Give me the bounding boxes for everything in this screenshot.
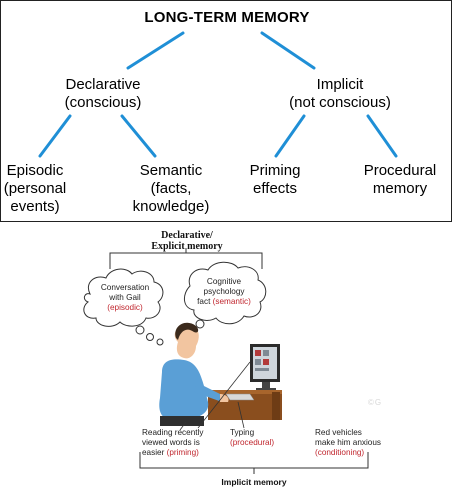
thought-dot-left-1: [135, 325, 145, 335]
thought-dot-left-3: [156, 338, 164, 346]
declarative-node: Declarative (conscious): [40, 76, 166, 112]
red-vehicles-line-1: Red vehicles: [315, 428, 362, 437]
thought-dot-left-2: [146, 333, 154, 341]
monitor: [250, 344, 280, 391]
person: [159, 322, 229, 426]
semantic-tag: (semantic): [212, 297, 251, 306]
implicit-memory-label: Implicit memory: [221, 477, 287, 487]
reading-text: Reading recently viewed words is easier …: [142, 428, 222, 458]
bubble-right-line-1: Cognitive: [206, 277, 242, 286]
hierarchy-connectors: [38, 31, 398, 158]
declarative-bracket: [109, 248, 263, 269]
bubble-right-text: Cognitive psychology fact (semantic): [190, 277, 258, 307]
thought-bubble-right: [184, 261, 267, 325]
red-vehicles-line-2: make him anxious: [315, 438, 381, 447]
implicit-node: Implicit (not conscious): [270, 76, 410, 112]
semantic-label: Semantic: [139, 162, 203, 179]
declarative-label: Declarative: [65, 76, 141, 93]
implicit-label: Implicit: [316, 76, 364, 93]
priming-node: Priming effects: [236, 162, 314, 198]
thought-bubble-left: [83, 268, 164, 327]
memory-hierarchy-panel: [0, 0, 452, 222]
typing-text: Typing (procedural): [230, 428, 294, 448]
procedural-line-2: memory: [372, 180, 428, 197]
implicit-bracket: [139, 452, 369, 474]
procedural-node: Procedural memory: [352, 162, 448, 198]
bubble-right-line-2: psychology: [203, 287, 245, 296]
connector-declarative-semantic: [120, 114, 157, 158]
watermark: ©G: [368, 398, 383, 407]
episodic-label: Episodic: [6, 162, 64, 179]
semantic-line-2: (facts,: [150, 180, 192, 197]
bubble-left-line-2: with Gail: [109, 293, 141, 302]
declarative-explicit-line-1: Declarative/: [161, 230, 213, 241]
implicit-sub-label: (not conscious): [289, 94, 391, 111]
easier-word: easier: [142, 448, 165, 457]
episodic-line-3: events): [10, 198, 60, 215]
declarative-explicit-label: Declarative/ Explicit memory: [120, 230, 254, 252]
semantic-line-3: knowledge): [132, 198, 210, 215]
episodic-tag: (episodic): [107, 303, 143, 312]
connector-implicit-procedural: [366, 114, 398, 158]
priming-label: Priming: [249, 162, 301, 179]
episodic-node: Episodic (personal events): [0, 162, 70, 216]
priming-line-2: effects: [253, 180, 297, 197]
conditioning-tag: (conditioning): [315, 448, 365, 457]
procedural-tag: (procedural): [230, 438, 275, 447]
bubble-right-line-3: fact (semantic): [190, 297, 258, 307]
procedural-label: Procedural: [363, 162, 437, 179]
semantic-node: Semantic (facts, knowledge): [118, 162, 224, 216]
declarative-explicit-line-2: Explicit memory: [151, 241, 223, 252]
typing-line-1: Typing: [230, 428, 255, 437]
reading-line-2: viewed words is: [142, 438, 200, 447]
reading-line-1: Reading recently: [142, 428, 204, 437]
thought-dot-right-1: [195, 319, 205, 329]
bubble-left-text: Conversation with Gail (episodic): [90, 283, 160, 313]
connector-declarative-episodic: [38, 114, 72, 158]
desk: [208, 390, 282, 420]
connector-ltm-implicit: [260, 31, 316, 70]
memory-illustration: [83, 248, 369, 474]
connector-ltm-declarative: [126, 31, 185, 70]
priming-tag: (priming): [166, 448, 199, 457]
episodic-line-2: (personal: [3, 180, 67, 197]
bubble-left-line-1: Conversation: [100, 283, 150, 292]
red-vehicles-text: Red vehicles make him anxious (condition…: [315, 428, 399, 458]
connector-implicit-priming: [274, 114, 306, 158]
pointer-lines: [179, 361, 251, 431]
declarative-sub-label: (conscious): [64, 94, 142, 111]
long-term-memory-title: LONG-TERM MEMORY: [144, 9, 310, 26]
reading-line-3: easier (priming): [142, 448, 222, 458]
fact-word: fact: [197, 297, 211, 306]
